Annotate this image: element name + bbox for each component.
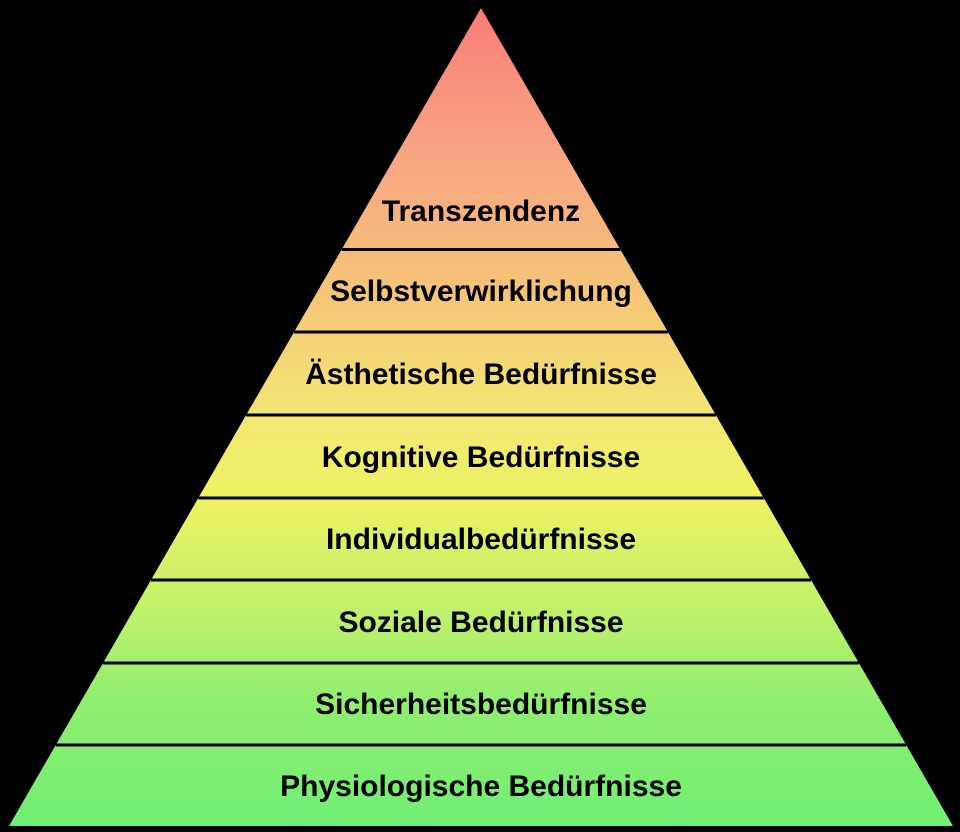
level-label-kognitive-beduerfnisse: Kognitive Bedürfnisse xyxy=(322,441,640,474)
level-label-transzendenz: Transzendenz xyxy=(382,195,580,228)
pyramid-body xyxy=(9,8,953,826)
level-label-individualbeduerfnisse: Individualbedürfnisse xyxy=(326,523,636,556)
level-label-physiologische-beduerfnisse: Physiologische Bedürfnisse xyxy=(280,770,682,803)
level-label-soziale-beduerfnisse: Soziale Bedürfnisse xyxy=(338,606,623,639)
level-label-aesthetische-beduerfnisse: Ästhetische Bedürfnisse xyxy=(305,358,657,391)
level-separators xyxy=(55,248,907,747)
level-label-selbstverwirklichung: Selbstverwirklichung xyxy=(330,275,632,308)
level-label-sicherheitsbeduerfnisse: Sicherheitsbedürfnisse xyxy=(315,688,647,721)
level-labels: Transzendenz Selbstverwirklichung Ästhet… xyxy=(280,195,682,803)
